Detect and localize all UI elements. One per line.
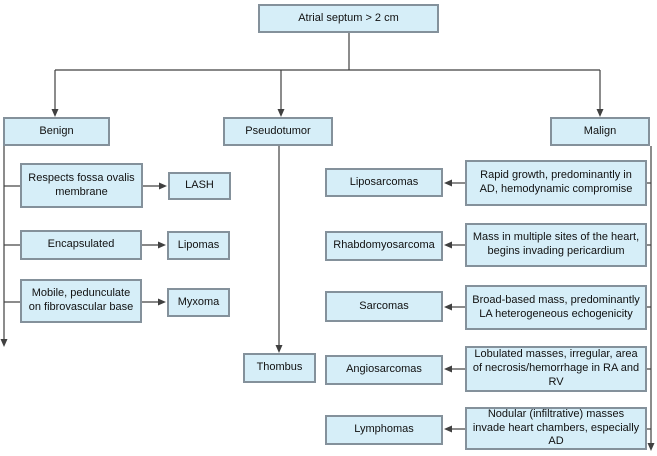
node-branch-pseudotumor: Pseudotumor: [223, 117, 333, 146]
node-benign-feature-fossa-ovalis: Respects fossa ovalis membrane: [20, 163, 143, 208]
node-malign-feature-liposarcomas: Rapid growth, predominantly in AD, hemod…: [465, 160, 647, 206]
node-malign-feature-angiosarcomas: Lobulated masses, irregular, area of nec…: [465, 346, 647, 392]
node-malign-tumor-rhabdomyosarcoma: Rhabdomyosarcoma: [325, 231, 443, 261]
node-root-atrial-septum: Atrial septum > 2 cm: [258, 4, 439, 33]
node-benign-feature-encapsulated: Encapsulated: [20, 230, 142, 260]
node-benign-tumor-lipomas: Lipomas: [167, 231, 230, 260]
node-benign-tumor-myxoma: Myxoma: [167, 288, 230, 317]
node-malign-tumor-angiosarcomas: Angiosarcomas: [325, 355, 443, 385]
node-malign-tumor-liposarcomas: Liposarcomas: [325, 168, 443, 197]
node-malign-tumor-sarcomas: Sarcomas: [325, 291, 443, 322]
node-branch-benign: Benign: [3, 117, 110, 146]
node-pseudotumor-thombus: Thombus: [243, 353, 316, 383]
node-malign-tumor-lymphomas: Lymphomas: [325, 415, 443, 445]
node-malign-feature-rhabdomyosarcoma: Mass in multiple sites of the heart, beg…: [465, 223, 647, 267]
node-malign-feature-lymphomas: Nodular (infiltrative) masses invade hea…: [465, 407, 647, 450]
node-benign-feature-mobile-pedunculate: Mobile, pedunculate on fibrovascular bas…: [20, 279, 142, 323]
node-malign-feature-sarcomas: Broad-based mass, predominantly LA heter…: [465, 285, 647, 330]
node-branch-malign: Malign: [550, 117, 650, 146]
node-benign-tumor-lash: LASH: [168, 172, 231, 200]
